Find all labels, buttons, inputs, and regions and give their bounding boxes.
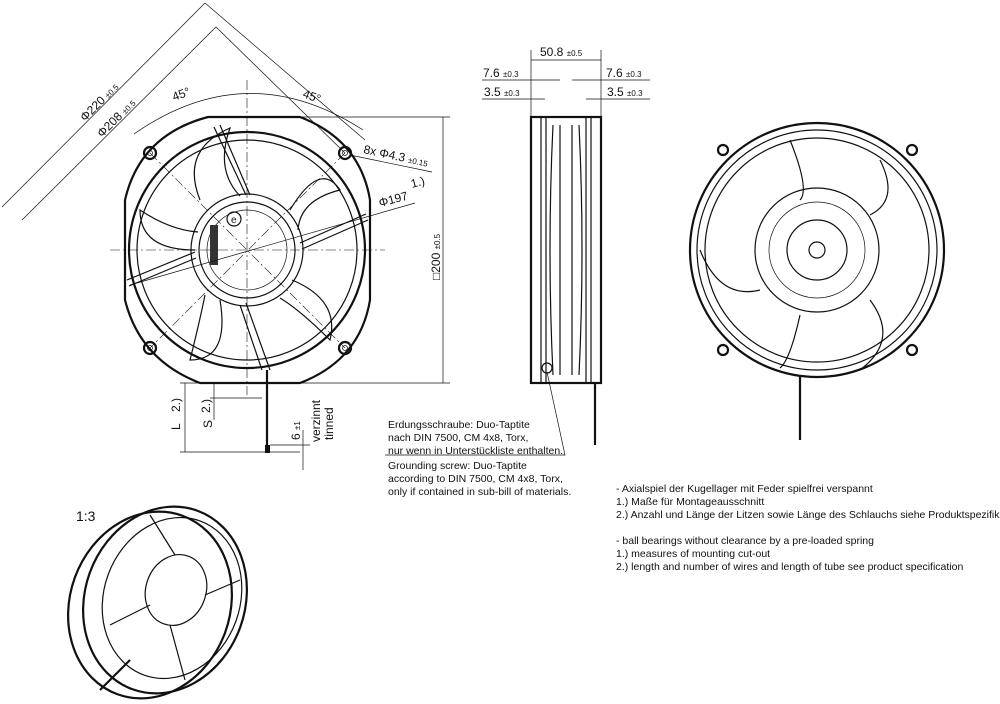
svg-text:1.) measures of mounting cut-o: 1.) measures of mounting cut-out xyxy=(616,548,770,560)
tinned-en: tinned xyxy=(322,407,336,440)
perspective-view: 1:3 xyxy=(67,505,248,700)
grounding-screw-icon xyxy=(541,362,553,374)
dim-angle-left: 45° xyxy=(170,84,192,103)
front-view: e Φ220 ±0.5 Φ208 ±0.5 45° 45° 8x Φ4.3 ±0… xyxy=(1,2,450,470)
svg-text:1.) Maße für Montageausschnitt: 1.) Maße für Montageausschnitt xyxy=(616,496,764,508)
svg-text:nur wenn in Unterstückliste en: nur wenn in Unterstückliste enthalten. xyxy=(388,445,563,457)
mounting-hole-icon xyxy=(142,340,158,356)
tinned-de: verzinnt xyxy=(309,399,323,442)
svg-text:- ball bearings without clear: - ball bearings without clearance by a p… xyxy=(616,535,874,547)
rating-label xyxy=(210,225,218,265)
earth-symbol-text: e xyxy=(231,215,237,226)
svg-text:nach DIN 7500, CM 4x8, Torx,: nach DIN 7500, CM 4x8, Torx, xyxy=(388,432,528,444)
scale-label: 1:3 xyxy=(76,508,96,524)
svg-text:only if contained in sub-bill: only if contained in sub-bill of materia… xyxy=(388,486,571,498)
wire-S-ref: 2.) xyxy=(199,399,213,413)
rear-view xyxy=(688,121,946,440)
cutout-ref: 1.) xyxy=(409,174,426,191)
dim-wire-S: S xyxy=(201,420,215,428)
dim-right-3-5: 3.5 ±0.3 xyxy=(607,85,643,99)
dim-left-7-6: 7.6 ±0.3 xyxy=(483,66,519,80)
dim-right-7-6: 7.6 ±0.3 xyxy=(606,66,642,80)
svg-text:2.) length and number of wires: 2.) length and number of wires and lengt… xyxy=(616,561,963,573)
svg-text:- Axialspiel der Kugellager m: - Axialspiel der Kugellager mit Feder sp… xyxy=(616,483,873,495)
dim-cutout: Φ197 xyxy=(377,189,410,210)
mounting-hole-icon xyxy=(337,340,353,356)
general-notes: - Axialspiel der Kugellager mit Feder sp… xyxy=(616,483,1000,573)
mounting-hole-icon xyxy=(142,145,158,161)
side-view: 50.8 ±0.5 7.6 ±0.3 3.5 ±0.3 7.6 ±0.3 3.5… xyxy=(385,45,650,456)
dim-strip: 6 ±1 xyxy=(289,421,303,440)
dim-wire-L: L xyxy=(169,423,183,430)
svg-text:Erdungsschraube: Duo-Taptite: Erdungsschraube: Duo-Taptite xyxy=(388,419,530,431)
grounding-note: Erdungsschraube: Duo-Taptite nach DIN 75… xyxy=(388,419,571,498)
dim-holes: 8x Φ4.3 ±0.15 xyxy=(362,142,430,169)
wire-L-ref: 2.) xyxy=(169,398,183,412)
dim-depth: 50.8 ±0.5 xyxy=(540,45,583,59)
mounting-hole-icon xyxy=(337,145,353,161)
dim-square-200: □200 ±0.5 xyxy=(429,233,443,280)
svg-text:according to DIN 7500, CM 4x8,: according to DIN 7500, CM 4x8, Torx, xyxy=(388,473,563,485)
svg-text:Grounding screw: Duo-Taptite: Grounding screw: Duo-Taptite xyxy=(388,460,527,472)
dim-angle-right: 45° xyxy=(301,87,323,106)
earth-symbol-icon xyxy=(226,211,242,227)
svg-text:2.) Anzahl und Länge der Litze: 2.) Anzahl und Länge der Litzen sowie Lä… xyxy=(616,509,1000,521)
dim-left-3-5: 3.5 ±0.3 xyxy=(484,85,520,99)
